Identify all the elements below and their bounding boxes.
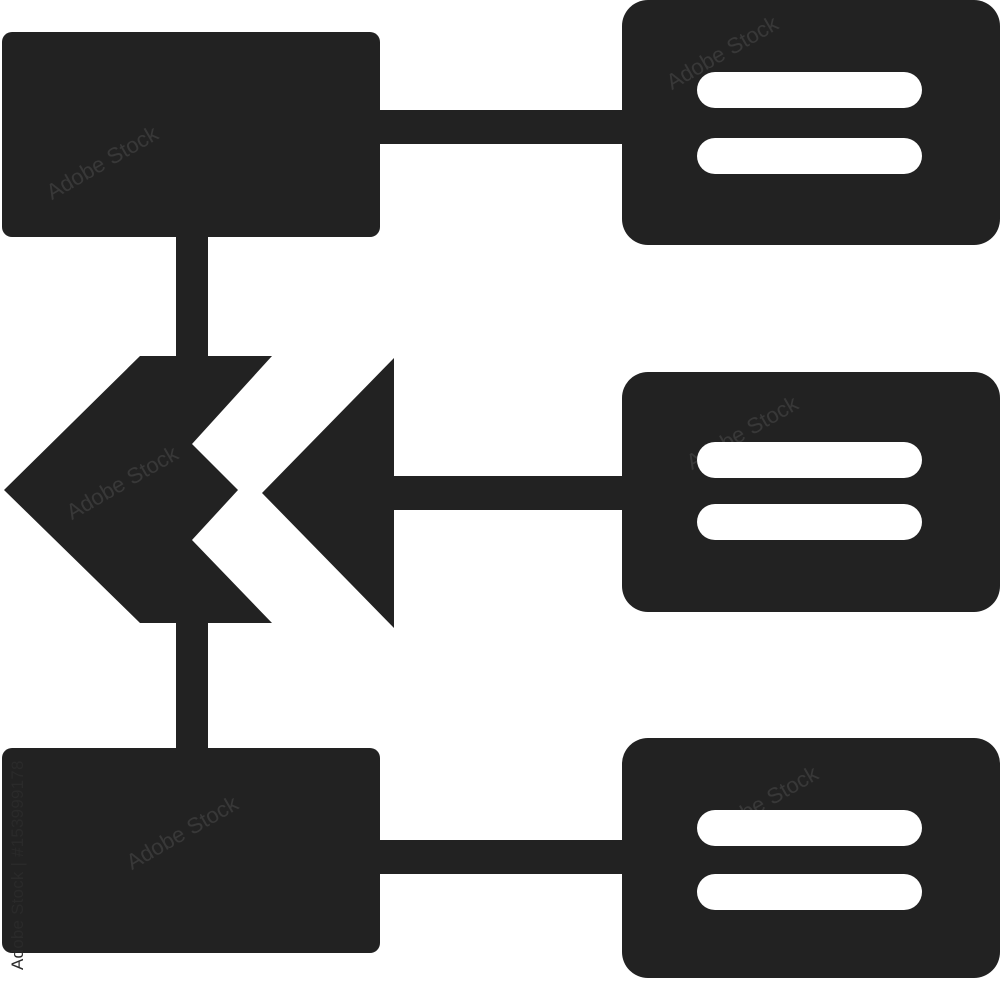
document-line-middle-1 bbox=[697, 442, 922, 478]
process-box-top bbox=[2, 32, 380, 237]
connector-top-horizontal bbox=[370, 110, 630, 144]
decision-chevron-shape bbox=[4, 356, 272, 623]
stock-id-label: Adobe Stock | #153999178 bbox=[8, 760, 27, 970]
connector-middle-horizontal bbox=[390, 476, 630, 510]
document-box-bottom bbox=[622, 738, 1000, 978]
arrowhead-left bbox=[262, 358, 394, 628]
document-line-middle-2 bbox=[697, 504, 922, 540]
document-box-top bbox=[622, 0, 1000, 245]
process-box-bottom bbox=[2, 748, 380, 953]
document-line-bottom-2 bbox=[697, 874, 922, 910]
connector-vertical-lower bbox=[176, 610, 208, 760]
document-line-top-2 bbox=[697, 138, 922, 174]
document-box-middle bbox=[622, 372, 1000, 612]
connector-bottom-horizontal bbox=[370, 840, 630, 874]
document-line-top-1 bbox=[697, 72, 922, 108]
document-line-bottom-1 bbox=[697, 810, 922, 846]
connector-vertical-upper bbox=[176, 220, 208, 370]
